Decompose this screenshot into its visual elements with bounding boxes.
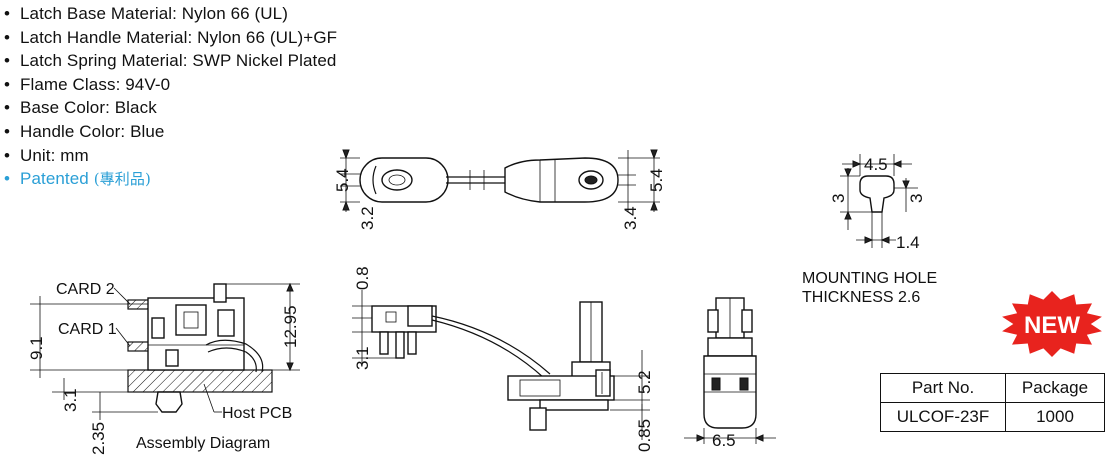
part-package-table: Part No. Package ULCOF-23F 1000	[880, 373, 1105, 432]
spec-item: •Flame Class: 94V-0	[4, 74, 171, 94]
dim-label: 3.1	[61, 388, 80, 412]
spec-item: •Base Color: Black	[4, 98, 157, 118]
thickness-caption: THICKNESS 2.6	[802, 289, 920, 306]
dim-label: 0.85	[635, 419, 654, 452]
dim-label: 6.5	[712, 431, 736, 450]
dim-label: 3	[829, 194, 848, 203]
header-package: Package	[1005, 373, 1105, 403]
dim-label: 5.2	[635, 370, 654, 394]
assembly-caption: Assembly Diagram	[136, 435, 270, 452]
dim-label: 5.4	[647, 168, 666, 192]
side-view-drawing: 0.8 3.1 5.2 0.85	[352, 266, 654, 452]
dim-label: 3.4	[621, 206, 640, 230]
dim-label: 5.4	[333, 168, 352, 192]
dim-label: 4.5	[864, 155, 888, 174]
dim-label: 9.1	[27, 336, 46, 360]
end-view-drawing: 6.5	[684, 297, 776, 450]
dim-label: 12.95	[281, 305, 300, 348]
package-cell: 1000	[1005, 402, 1105, 432]
table-header-row: Part No. Package	[880, 373, 1105, 403]
dim-label: 3	[907, 194, 926, 203]
spec-item-patented: •Patented (專利品)	[4, 169, 151, 189]
part-number-cell: ULCOF-23F	[880, 402, 1006, 432]
header-part-no: Part No.	[880, 373, 1006, 403]
spec-item: •Unit: mm	[4, 145, 89, 165]
mounting-hole-caption: MOUNTING HOLE	[802, 270, 937, 287]
table-row: ULCOF-23F 1000	[880, 402, 1105, 432]
top-view-drawing: 5.4 3.2 5.4 3.4	[333, 149, 666, 230]
dim-label: 1.4	[896, 233, 920, 252]
spec-item: •Latch Spring Material: SWP Nickel Plate…	[4, 51, 337, 71]
spec-item: •Latch Handle Material: Nylon 66 (UL)+GF	[4, 27, 338, 47]
card2-label: CARD 2	[56, 281, 115, 298]
starburst-icon	[1002, 291, 1102, 357]
host-pcb-label: Host PCB	[222, 405, 292, 422]
spec-item: •Handle Color: Blue	[4, 121, 165, 141]
spec-list: •Latch Base Material: Nylon 66 (UL) •Lat…	[4, 2, 337, 192]
dim-label: 3.2	[358, 206, 377, 230]
new-badge: NEW	[1002, 291, 1102, 357]
dim-label: 3.1	[353, 346, 372, 370]
card1-label: CARD 1	[58, 321, 117, 338]
badge-label: NEW	[1024, 312, 1080, 339]
dim-label: 2.35	[89, 422, 108, 455]
spec-item: •Latch Base Material: Nylon 66 (UL)	[4, 4, 288, 23]
assembly-diagram: CARD 2 CARD 1 Host PCB Assembly Diagram …	[27, 281, 300, 455]
dim-label: 0.8	[353, 266, 372, 290]
mounting-hole-drawing: 4.5 3 3 1.4 MOUNTING HOLE THICKNESS 2.6	[802, 154, 937, 306]
